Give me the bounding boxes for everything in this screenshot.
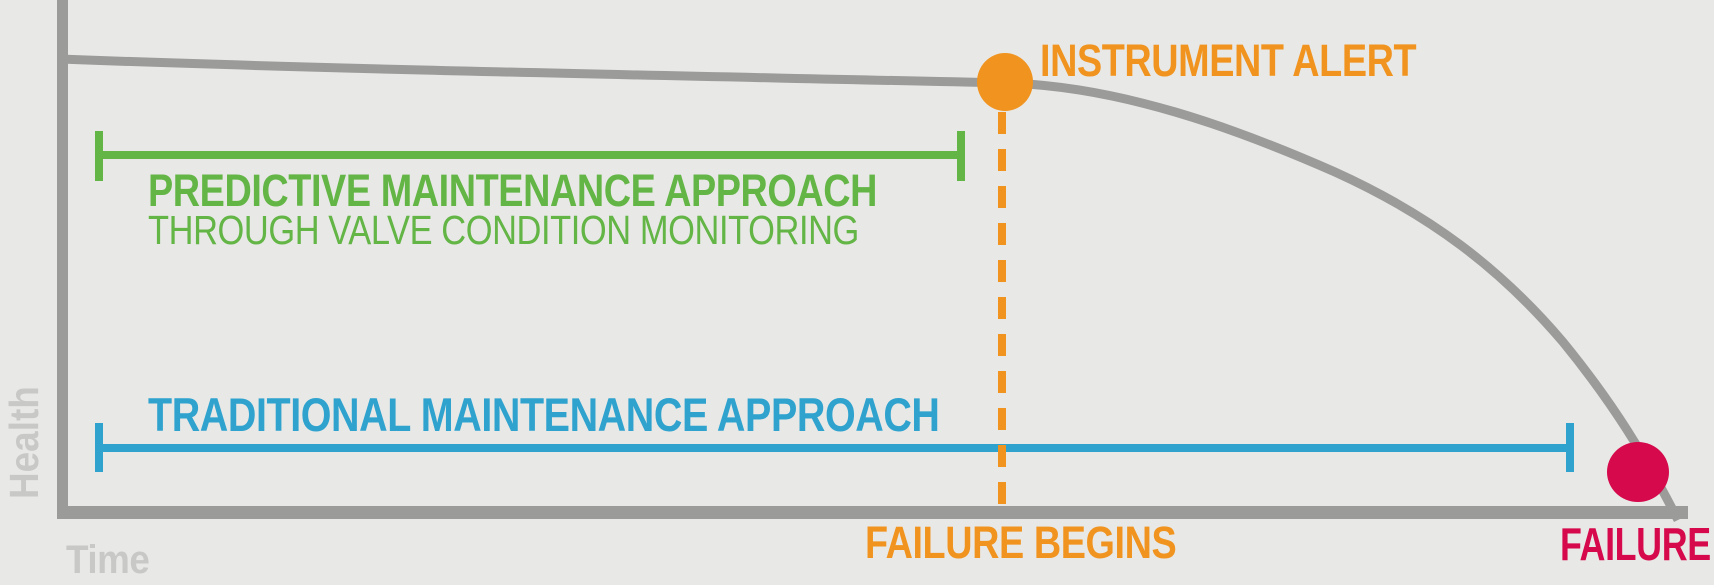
instrument-alert-label-text: INSTRUMENT ALERT (1040, 35, 1417, 86)
traditional-bracket-line (97, 444, 1574, 452)
traditional-bracket-tick-left (95, 423, 103, 472)
failure-label-text: FAILURE (1560, 518, 1711, 570)
x-axis (57, 506, 1688, 519)
predictive-bracket-line (95, 151, 965, 159)
failure-begins-label: FAILURE BEGINS (865, 520, 1236, 565)
x-axis-label-text: Time (66, 538, 150, 582)
x-axis-label: Time (66, 540, 157, 580)
failure-marker (1607, 442, 1669, 502)
predictive-bracket-tick-right (957, 131, 965, 181)
instrument-alert-label: INSTRUMENT ALERT (1040, 38, 1488, 83)
failure-begins-dashed-line (998, 112, 1006, 506)
predictive-approach-subtitle: THROUGH VALVE CONDITION MONITORING (148, 210, 994, 251)
instrument-alert-marker (977, 53, 1033, 111)
traditional-approach-title-text: TRADITIONAL MAINTENANCE APPROACH (148, 388, 940, 441)
predictive-approach-subtitle-text: THROUGH VALVE CONDITION MONITORING (148, 207, 859, 253)
y-axis (57, 0, 68, 519)
predictive-approach-title-text: PREDICTIVE MAINTENANCE APPROACH (148, 165, 878, 216)
predictive-approach-title: PREDICTIVE MAINTENANCE APPROACH (148, 168, 1016, 213)
traditional-approach-title: TRADITIONAL MAINTENANCE APPROACH (148, 391, 1090, 438)
traditional-bracket-tick-right (1566, 423, 1574, 472)
failure-label: FAILURE (1560, 521, 1714, 567)
predictive-bracket-tick-left (95, 131, 103, 181)
failure-begins-label-text: FAILURE BEGINS (865, 517, 1177, 568)
y-axis-label: Health (1, 386, 47, 499)
